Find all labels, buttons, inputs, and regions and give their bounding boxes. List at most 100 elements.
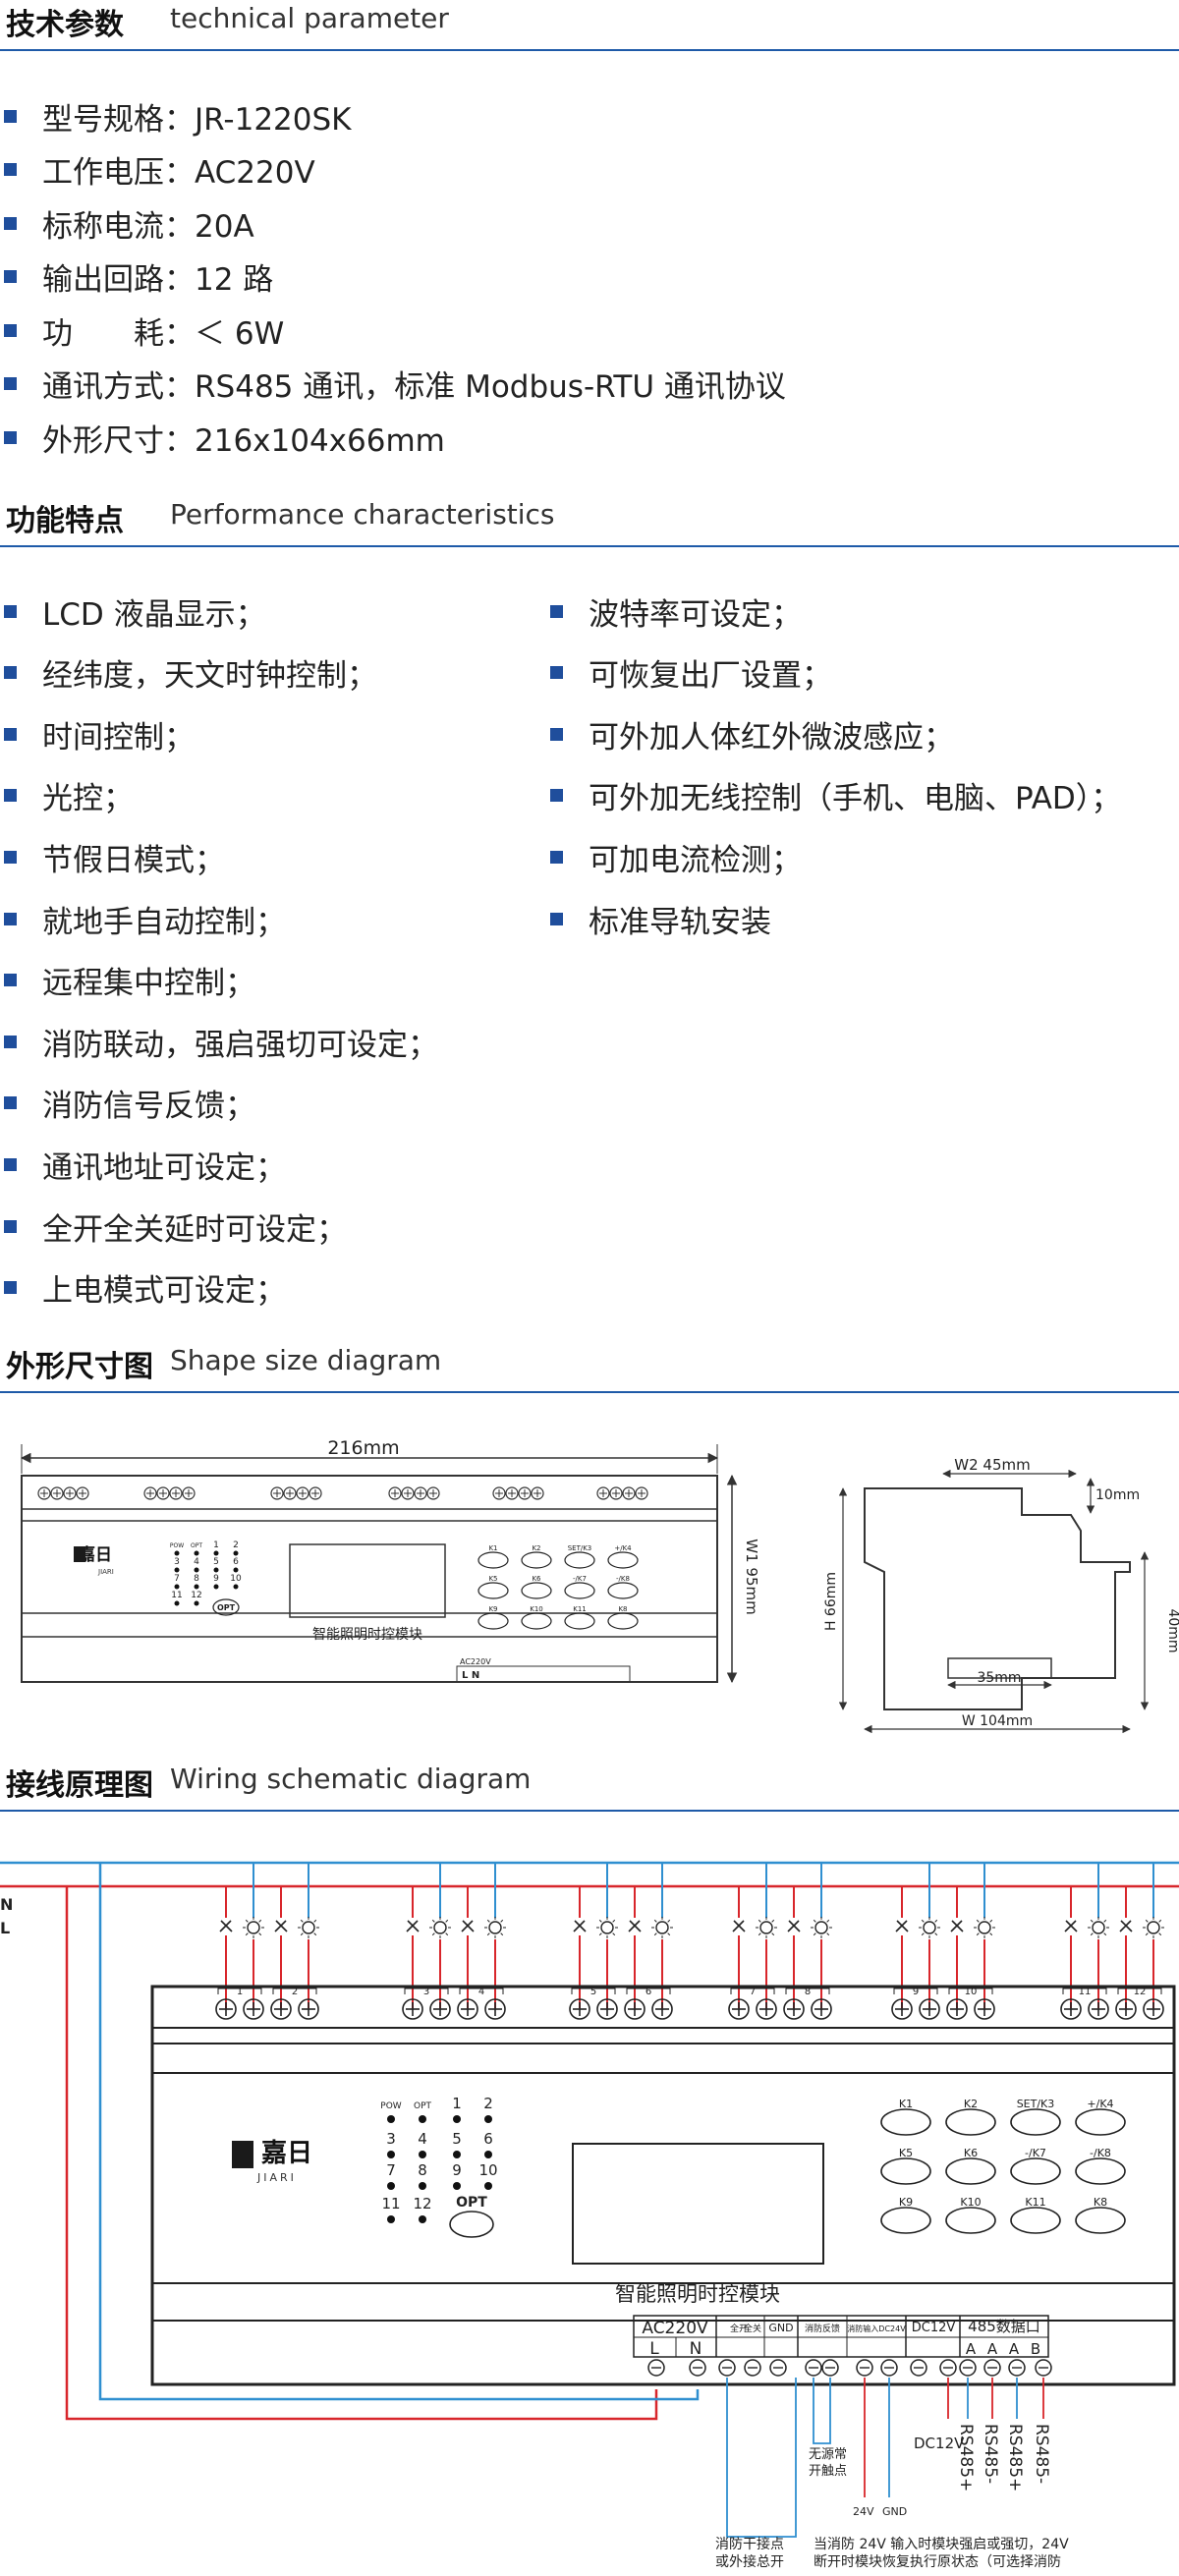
- side-profile: [864, 1487, 1131, 1710]
- list-item-text: 功 耗：＜ 6W: [42, 315, 285, 352]
- front-k-button[interactable]: [521, 1551, 552, 1569]
- channel-number: 2: [292, 1987, 298, 1997]
- list-item: LCD 液晶显示；: [4, 591, 266, 633]
- svg-text:AC220V: AC220V: [460, 1657, 491, 1666]
- bottom-screw-icon: [718, 2359, 736, 2377]
- front-led-icon: [233, 1584, 239, 1590]
- list-item-text: 输出回路：12 路: [42, 262, 274, 298]
- k-button-label: -/K7: [1025, 2147, 1046, 2159]
- lamp-icon: [1147, 1921, 1160, 1934]
- front-key-label: 10: [230, 1574, 242, 1584]
- list-item-text: 标称电流：20A: [42, 208, 254, 245]
- front-k-button[interactable]: [477, 1582, 509, 1599]
- square-bullet-icon: [550, 604, 563, 618]
- screw-icon: [309, 1486, 322, 1500]
- front-led-icon: [174, 1600, 180, 1606]
- terminal-screw-icon: [624, 1998, 646, 2020]
- k-button[interactable]: [1075, 2108, 1126, 2136]
- opt-button[interactable]: [449, 2211, 494, 2238]
- front-k-label: K5: [488, 1575, 497, 1583]
- terminal-screw-icon: [728, 1998, 750, 2020]
- front-k-label: K11: [573, 1605, 587, 1613]
- square-bullet-icon: [4, 974, 17, 987]
- screw-icon: [426, 1486, 440, 1500]
- list-item: 输出回路：12 路: [4, 257, 274, 298]
- screw-icon: [283, 1486, 297, 1500]
- front-k-button[interactable]: [564, 1551, 595, 1569]
- svg-text:OPT: OPT: [217, 1603, 236, 1612]
- k-button[interactable]: [880, 2207, 931, 2234]
- front-k-button[interactable]: [521, 1612, 552, 1630]
- front-k-button[interactable]: [564, 1612, 595, 1630]
- front-k-button[interactable]: [521, 1582, 552, 1599]
- screw-icon: [531, 1486, 544, 1500]
- k-button[interactable]: [945, 2207, 996, 2234]
- n-feed-wire: [98, 1863, 700, 2401]
- front-led-icon: [213, 1584, 219, 1590]
- k-button[interactable]: [945, 2157, 996, 2185]
- k-button[interactable]: [1010, 2108, 1061, 2136]
- k-button[interactable]: [1010, 2207, 1061, 2234]
- square-bullet-icon: [4, 1157, 17, 1171]
- k-button-label: SET/K3: [1017, 2098, 1055, 2110]
- k-button[interactable]: [945, 2108, 996, 2136]
- list-item-text: 远程集中控制；: [42, 966, 255, 1002]
- bottom-screw-icon: [880, 2359, 898, 2377]
- key-label: 4: [418, 2130, 427, 2148]
- channel-number: 3: [423, 1987, 429, 1997]
- terminal-screw-icon: [298, 1998, 319, 2020]
- tech-title-zh: 技术参数: [6, 8, 124, 42]
- front-key-label: 6: [233, 1557, 239, 1567]
- front-k-button[interactable]: [477, 1612, 509, 1630]
- list-item: 节假日模式；: [4, 837, 225, 878]
- terminal-screw-icon: [429, 1998, 451, 2020]
- width-dimension-label: 216mm: [327, 1437, 399, 1459]
- side-w2-label: W2 45mm: [954, 1456, 1030, 1474]
- terminal-screw-icon: [1115, 1998, 1137, 2020]
- fire-note-line1: 当消防 24V 输入时模块强启或强切，24V: [814, 2537, 1069, 2552]
- term-485: 485数据口: [968, 2318, 1040, 2335]
- front-k-button[interactable]: [477, 1551, 509, 1569]
- terminal-screw-icon: [811, 1998, 832, 2020]
- list-item: 全开全关延时可设定；: [4, 1206, 347, 1248]
- terminal-screw-icon: [270, 1998, 292, 2020]
- shape-title-zh: 外形尺寸图: [6, 1350, 153, 1384]
- square-bullet-icon: [4, 666, 17, 680]
- lamp-icon: [247, 1921, 260, 1934]
- led-icon: [387, 2182, 395, 2190]
- square-bullet-icon: [550, 789, 563, 803]
- k-button[interactable]: [1075, 2157, 1126, 2185]
- k-button-label: K5: [899, 2147, 913, 2159]
- led-icon: [387, 2151, 395, 2158]
- screw-icon: [63, 1486, 77, 1500]
- key-label: 7: [386, 2161, 396, 2179]
- channel-number: 12: [1134, 1987, 1147, 1997]
- front-k-button[interactable]: [607, 1551, 639, 1569]
- l-label: L: [0, 1919, 10, 1937]
- terminal-screw-icon: [402, 1998, 423, 2020]
- k-button[interactable]: [880, 2157, 931, 2185]
- list-item-text: LCD 液晶显示；: [42, 596, 266, 633]
- channel-number: 1: [237, 1987, 243, 1997]
- l-feed-wire: [65, 1886, 658, 2421]
- terminal-screw-icon: [919, 1998, 940, 2020]
- list-item-text: 型号规格：JR-1220SK: [42, 101, 352, 138]
- list-item-text: 消防信号反馈；: [42, 1089, 255, 1125]
- front-k-button[interactable]: [607, 1612, 639, 1630]
- front-k-button[interactable]: [607, 1582, 639, 1599]
- front-k-button[interactable]: [564, 1582, 595, 1599]
- front-led-icon: [194, 1550, 199, 1556]
- list-item-text: 标准导轨安装: [589, 904, 771, 940]
- front-opt-button[interactable]: [212, 1598, 240, 1616]
- list-item: 上电模式可设定；: [4, 1268, 286, 1309]
- channel-number: 6: [646, 1987, 651, 1997]
- k-button[interactable]: [1010, 2157, 1061, 2185]
- key-label: 10: [478, 2161, 497, 2179]
- fire-dry-line2: 或外接总开: [715, 2553, 784, 2570]
- front-led-icon: [194, 1567, 199, 1573]
- k-button[interactable]: [880, 2108, 931, 2136]
- k-button[interactable]: [1075, 2207, 1126, 2234]
- fire-dry-wire: [726, 2378, 797, 2538]
